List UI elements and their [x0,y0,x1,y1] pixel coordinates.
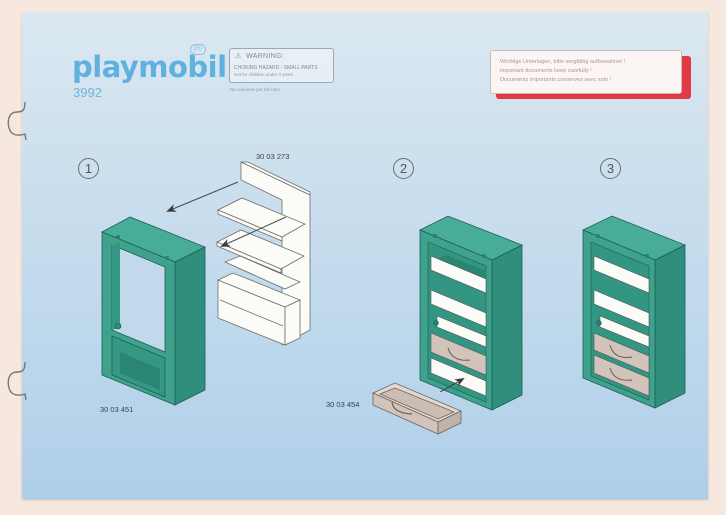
cabinet-complete [582,215,686,409]
step-2-number: 2 [393,158,414,179]
notice-line-fr: Documents importants conservez avec soin… [500,77,612,83]
drawer-part [372,382,462,435]
warning-triangle-icon: ⚠ [235,53,247,60]
part-number-drawer: 30 03 454 [326,400,360,409]
warning-choking-text: CHOKING HAZARD - SMALL PARTS [234,65,318,71]
step-1-number: 1 [78,158,99,179]
notice-line-de: Wichtige Unterlagen, bitte sorgfältig au… [500,59,626,65]
part-number-cabinet-frame: 30 03 451 [100,405,134,414]
warning-title-text: WARNING: [246,53,284,60]
warning-title: ⚠ WARNING: [235,52,284,60]
notice-line-en: Important documents keep carefully ! [500,68,592,74]
cabinet-with-shelves [419,215,523,411]
binder-ring-top-icon [7,101,27,141]
trademark-badge: (R) [190,44,206,55]
step-3-number: 3 [600,158,621,179]
binder-ring-bottom-icon [7,361,27,401]
warning-box: ⚠ WARNING: CHOKING HAZARD - SMALL PARTS … [229,48,334,83]
warning-note: No conviene por los USA [230,87,281,92]
part-number-shelf-insert: 30 03 273 [256,152,290,161]
brand-logo: playmobil [72,50,227,84]
drawer-insert-arrow [439,378,465,393]
warning-age-text: Not for children under 3 years. [234,72,295,77]
product-number: 3992 [73,85,102,100]
insert-arrow-2 [220,216,287,247]
white-shelf-insert [216,161,311,346]
insert-arrow-1 [166,181,239,212]
important-documents-notice: Wichtige Unterlagen, bitte sorgfältig au… [490,50,682,94]
cabinet-frame-empty [101,216,206,406]
